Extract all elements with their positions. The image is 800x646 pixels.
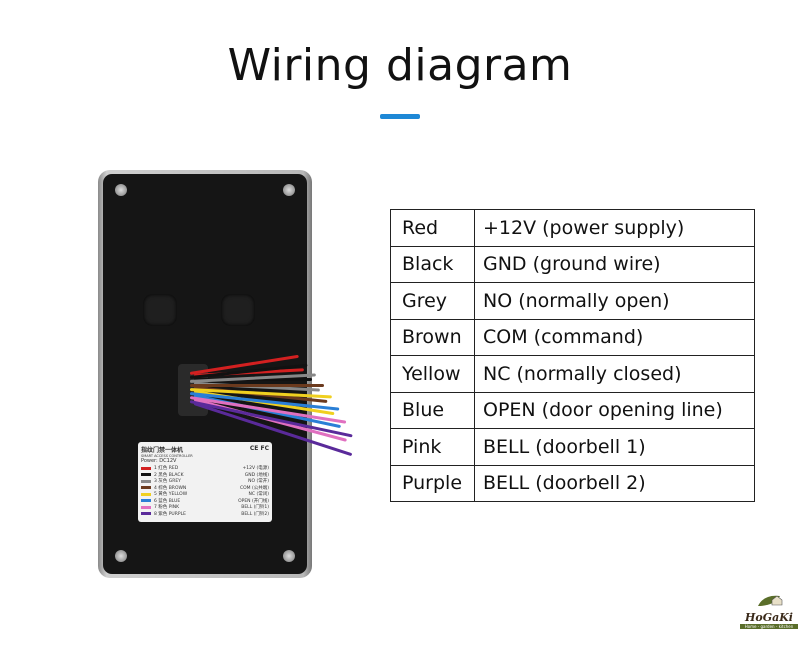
wire-color: Grey: [390, 282, 475, 320]
label-left: 5 黄色 YELLOW: [154, 492, 188, 498]
wire-function: GND (ground wire): [474, 245, 755, 283]
label-right: +12V (电源): [242, 466, 269, 472]
color-swatch: [141, 486, 151, 490]
screw-icon: [283, 550, 295, 562]
label-right: OPEN (开门线): [238, 498, 269, 504]
color-swatch: [141, 473, 151, 477]
wire-color: Purple: [390, 464, 475, 502]
label-right: BELL (门铃2): [241, 511, 269, 517]
wire-function: NO (normally open): [474, 282, 755, 320]
color-swatch: [141, 466, 151, 470]
label-row: 2 黑色 BLACK GND (地线): [141, 472, 269, 479]
label-right: COM (公共端): [239, 485, 269, 491]
screw-icon: [283, 184, 295, 196]
page-title: Wiring diagram: [227, 40, 573, 91]
logo-name: HoGaKi: [745, 611, 793, 624]
color-swatch: [141, 479, 151, 483]
label-row: 3 灰色 GREY NO (常开): [141, 478, 269, 485]
label-left: 1 红色 RED: [154, 466, 179, 472]
house-leaf-icon: [758, 595, 783, 606]
label-row: 8 紫色 PURPLE BELL (门铃2): [141, 511, 269, 518]
cert-marks: CE FC: [249, 445, 269, 452]
table-row: Red+12V (power supply): [390, 209, 755, 247]
wire-color: Brown: [390, 318, 475, 356]
color-swatch: [141, 492, 151, 496]
label-row: 5 黄色 YELLOW NC (常闭): [141, 491, 269, 498]
wire-function: NC (normally closed): [474, 355, 755, 393]
color-swatch: [141, 505, 151, 509]
wire-color: Black: [390, 245, 475, 283]
label-right: GND (地线): [244, 472, 269, 478]
label-right: NO (常开): [248, 479, 269, 485]
mount-hole: [221, 294, 255, 326]
label-left: 4 棕色 BROWN: [154, 485, 187, 491]
device-back-photo: [98, 170, 353, 578]
label-left: 6 蓝色 BLUE: [154, 498, 181, 504]
label-left: 2 黑色 BLACK: [154, 472, 184, 478]
color-swatch: [141, 512, 151, 516]
label-left: 7 粉色 PINK: [154, 505, 180, 511]
label-row: 6 蓝色 BLUE OPEN (开门线): [141, 498, 269, 505]
brand-logo: HoGaKi Home - garden - kitchen: [740, 592, 798, 629]
label-title: 指纹门禁一体机: [141, 447, 184, 454]
device-label: 指纹门禁一体机 CE FC SMART ACCESS CONTROLLER Po…: [138, 442, 272, 522]
label-right: NC (常闭): [248, 492, 269, 498]
wire-function: +12V (power supply): [474, 209, 755, 247]
wire-function: OPEN (door opening line): [474, 391, 755, 429]
mount-hole: [143, 294, 177, 326]
wire-color: Yellow: [390, 355, 475, 393]
wire: [190, 384, 324, 387]
label-row: 7 粉色 PINK BELL (门铃1): [141, 504, 269, 511]
label-row: 4 棕色 BROWN COM (公共端): [141, 485, 269, 492]
label-power: Power: DC12V: [141, 458, 177, 464]
wire-function: COM (command): [474, 318, 755, 356]
color-swatch: [141, 499, 151, 503]
wire-color: Blue: [390, 391, 475, 429]
label-left: 8 紫色 PURPLE: [154, 511, 186, 517]
label-subtitle: SMART ACCESS CONTROLLER: [141, 454, 193, 458]
wire-function: BELL (doorbell 2): [474, 464, 755, 502]
screw-icon: [115, 184, 127, 196]
wire-color: Red: [390, 209, 475, 247]
title-underline: [380, 114, 420, 119]
wire-color: Pink: [390, 428, 475, 466]
label-row: 1 红色 RED +12V (电源): [141, 465, 269, 472]
label-left: 3 灰色 GREY: [154, 479, 181, 485]
screw-icon: [115, 550, 127, 562]
wire-function: BELL (doorbell 1): [474, 428, 755, 466]
label-right: BELL (门铃1): [241, 505, 269, 511]
logo-tagline: Home - garden - kitchen: [740, 624, 798, 629]
